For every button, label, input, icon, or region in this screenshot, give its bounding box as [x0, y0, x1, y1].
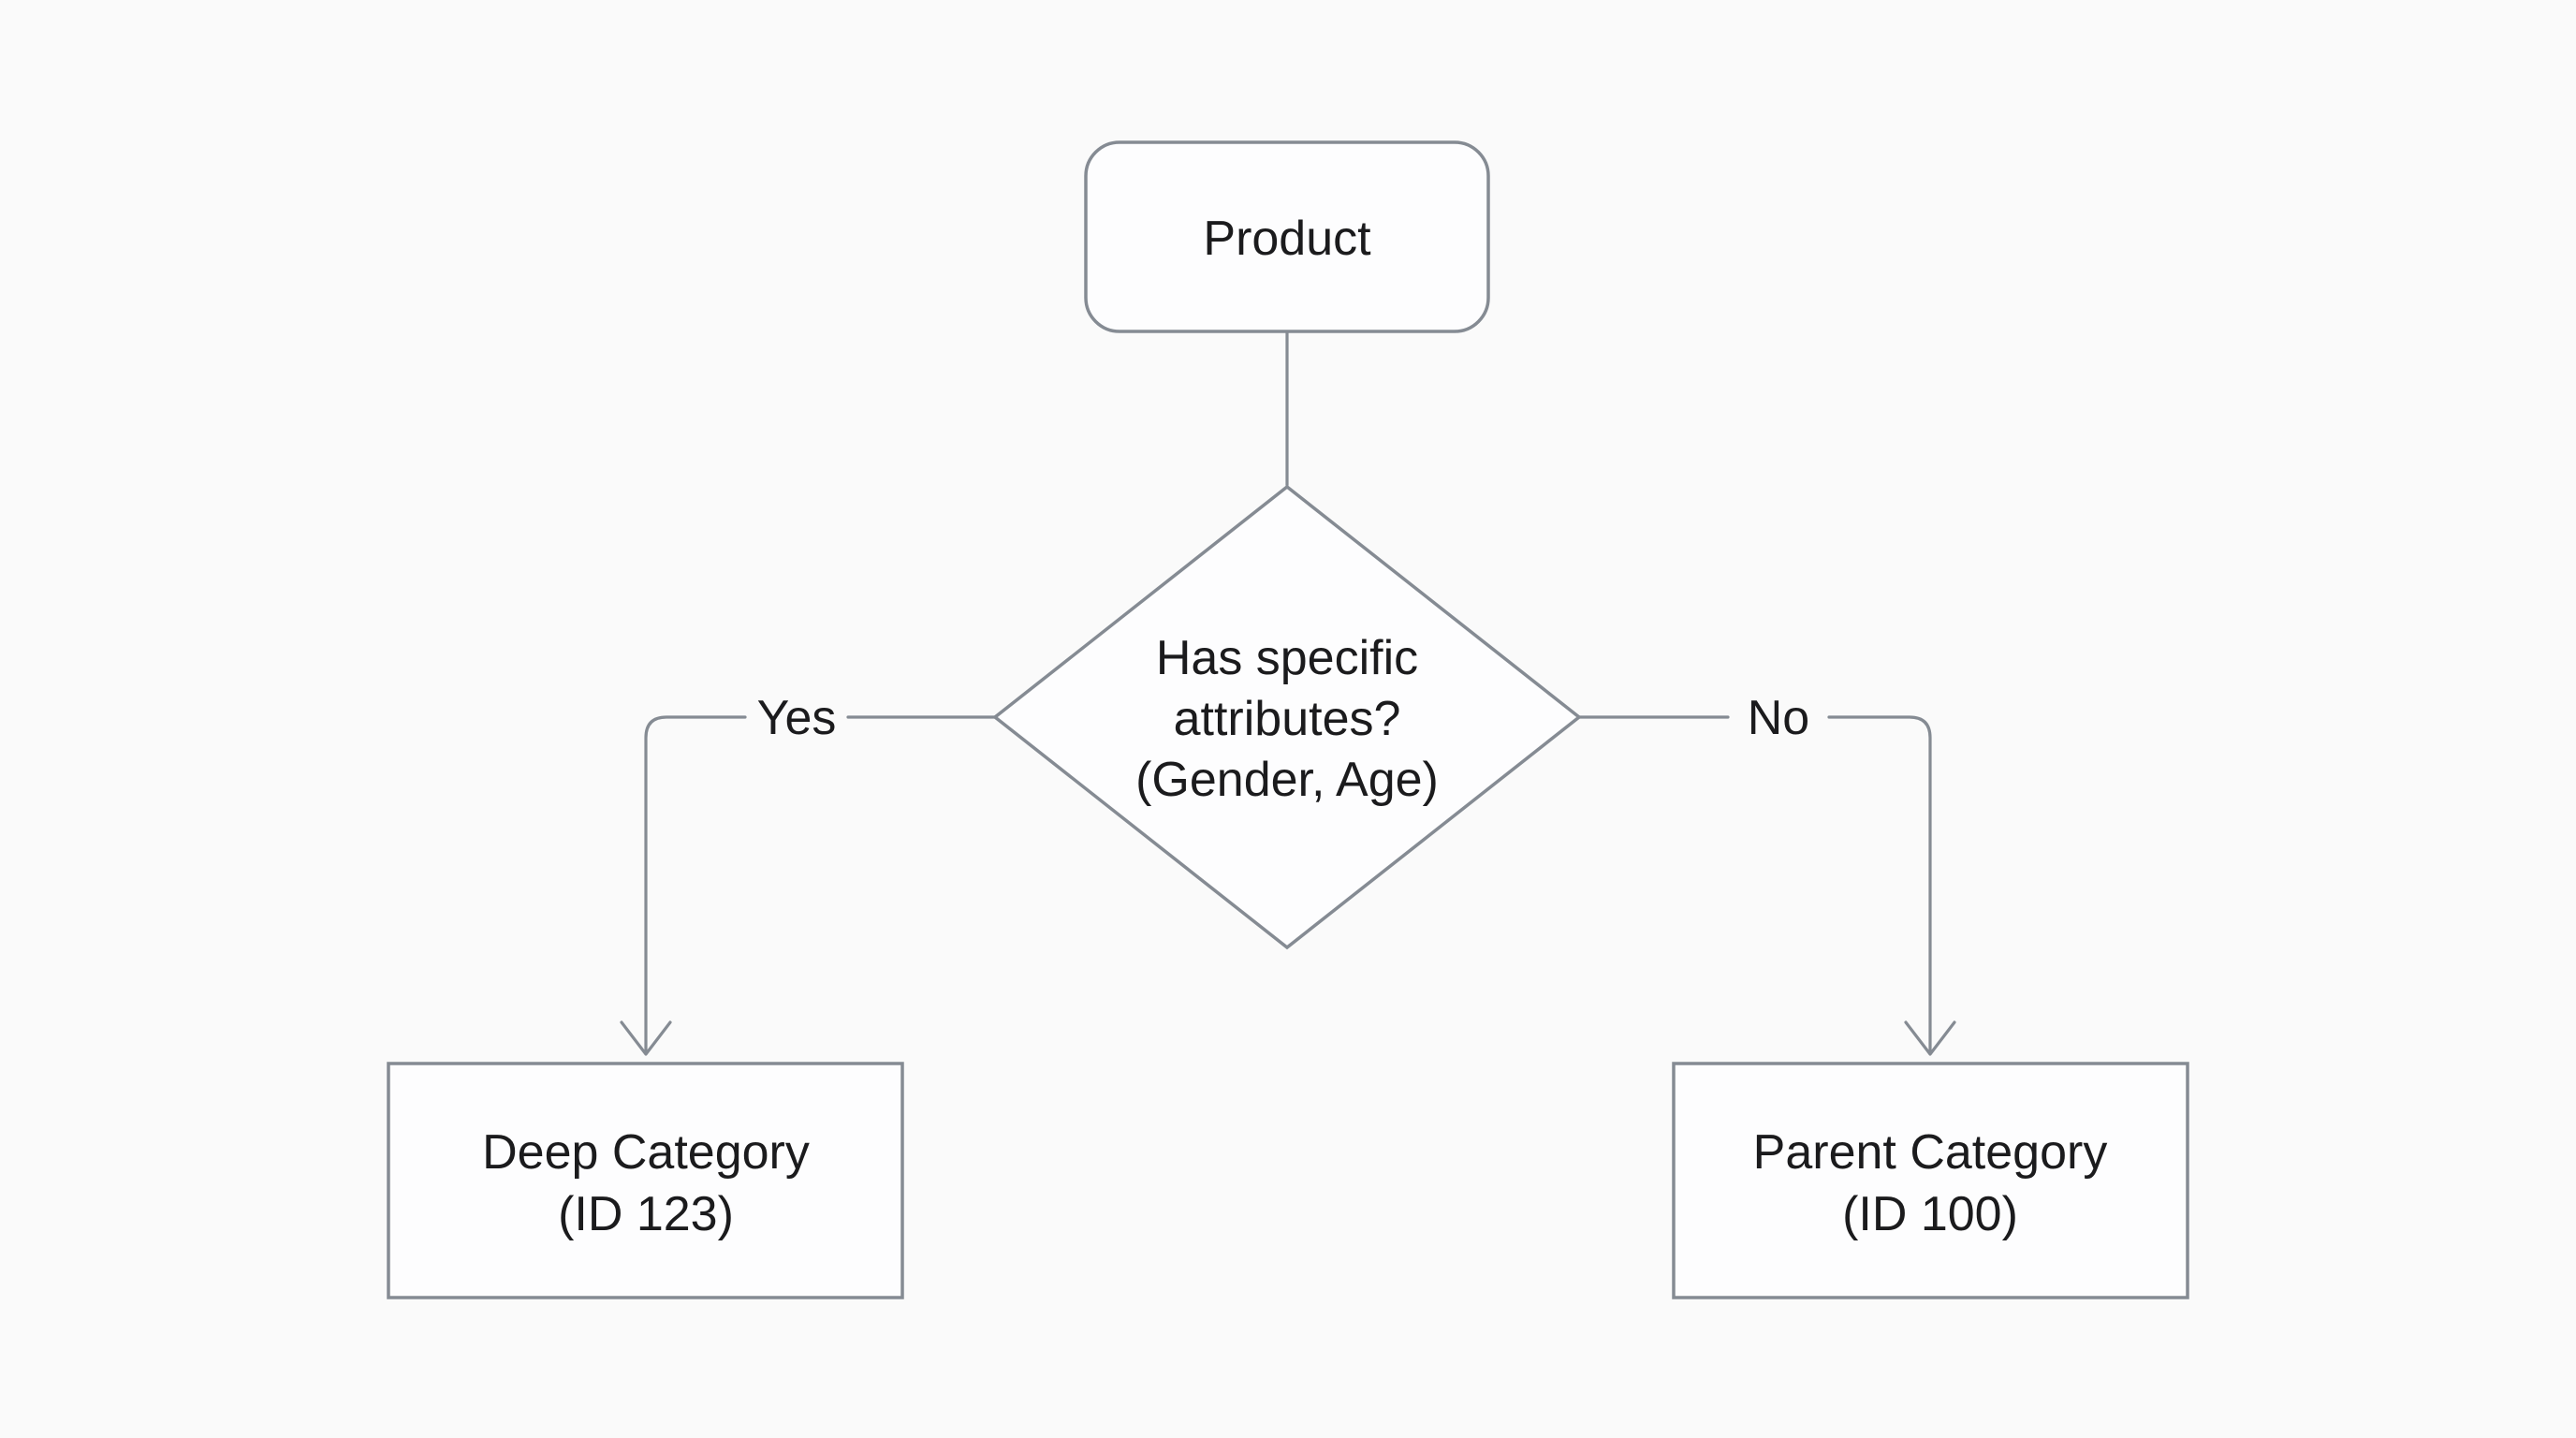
parent-category-label-line-1: Parent Category — [1753, 1125, 2108, 1180]
deep-category-label-line-1: Deep Category — [482, 1125, 810, 1180]
decision-node — [992, 484, 1582, 950]
parent-category-node — [1672, 1062, 2189, 1299]
no-edge-label: No — [1748, 691, 1809, 745]
product-node — [1084, 140, 1490, 333]
no-arrowhead — [1904, 1020, 1956, 1056]
deep-category-node — [387, 1062, 904, 1299]
yes-edge-label: Yes — [757, 691, 837, 745]
decision-label-line-2: attributes? — [1174, 692, 1401, 746]
decision-label-line-1: Has specific — [1156, 631, 1418, 685]
parent-category-label-line-2: (ID 100) — [1842, 1187, 2018, 1241]
edge-no-segment-right — [1827, 715, 1932, 1054]
deep-category-label-line-2: (ID 123) — [558, 1187, 734, 1241]
yes-arrowhead — [620, 1020, 672, 1056]
decision-label-line-3: (Gender, Age) — [1135, 753, 1439, 807]
edge-yes-segment-left — [644, 715, 747, 1054]
product-node-label: Product — [1203, 212, 1371, 266]
